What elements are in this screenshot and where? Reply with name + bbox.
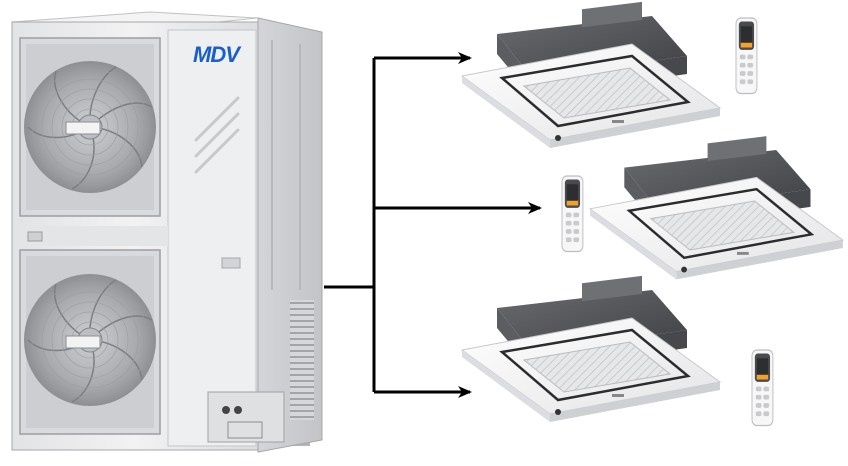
remote-controller-2 [561,175,584,253]
brand-logo: MDV [193,42,242,67]
indoor-cassette-unit-1 [460,0,722,150]
indoor-cassette-unit-2 [588,134,845,281]
remote-controller-1 [735,17,758,95]
indoor-cassette-unit-3 [460,274,722,424]
piping-lines [324,52,542,398]
upper-fan [19,37,161,217]
outdoor-unit: MDV [11,11,323,453]
side-vent-grille [290,300,314,420]
remote-controller-3 [751,349,774,427]
lower-fan [19,249,161,435]
